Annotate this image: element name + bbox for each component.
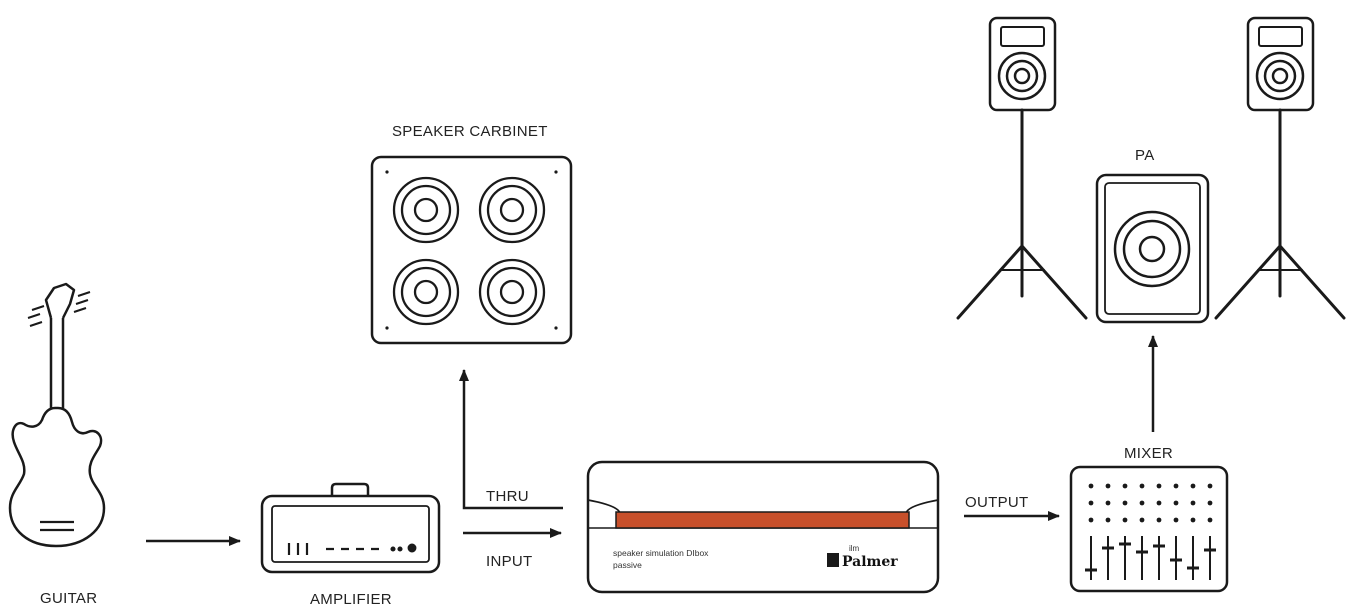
pa-stand-right-icon (1214, 108, 1346, 320)
di-box-model-text: speaker simulation DIbox (613, 548, 709, 558)
thru-arrow (459, 369, 563, 510)
mixer-icon (1069, 465, 1229, 593)
mixer-knob-dot (1190, 500, 1196, 506)
di-box-type-text: passive (613, 560, 642, 570)
guitar-label: GUITAR (40, 590, 97, 604)
mixer-knob-dot (1088, 500, 1094, 506)
mixer-knob-dot (1105, 500, 1111, 506)
mixer-knob-dot (1190, 483, 1196, 489)
guitar-icon (8, 282, 106, 548)
mixer-knob-dot (1156, 483, 1162, 489)
palmer-logo: ilm Palmer (827, 544, 898, 570)
amplifier-icon (260, 482, 441, 574)
palmer-logo-small: ilm (849, 544, 860, 553)
mixer-knob-dot (1139, 517, 1145, 523)
mixer-knob-dot (1139, 483, 1145, 489)
palmer-logo-text: Palmer (842, 554, 898, 570)
mixer-fader-group (1085, 536, 1216, 580)
pa-stand-left-icon (956, 108, 1088, 320)
mixer-knob-dot (1088, 483, 1094, 489)
mixer-knob-dot (1173, 517, 1179, 523)
mixer-knob-dot (1139, 500, 1145, 506)
mixer-label: MIXER (1124, 445, 1173, 462)
mixer-knob-dot (1156, 517, 1162, 523)
mixer-knob-dot (1105, 483, 1111, 489)
mixer-knob-dot (1105, 517, 1111, 523)
mixer-knob-dot (1088, 517, 1094, 523)
mixer-knob-dot (1156, 500, 1162, 506)
pa-label: PA (1135, 147, 1155, 164)
mixer-knob-dot (1122, 500, 1128, 506)
mixer-knob-dot (1122, 517, 1128, 523)
pa-speaker-right-icon (1246, 16, 1315, 112)
pa-subwoofer-icon (1095, 173, 1210, 324)
di-box-accent-strip (615, 511, 910, 529)
output-label: OUTPUT (965, 494, 1028, 511)
mixer-knob-dot (1207, 483, 1213, 489)
palmer-logo-mark (827, 553, 839, 567)
speaker-cabinet-icon (370, 155, 573, 345)
mixer-knob-dot (1207, 517, 1213, 523)
mixer-knob-dot (1173, 500, 1179, 506)
mixer-knob-grid (1088, 483, 1213, 523)
mixer-knob-dot (1190, 517, 1196, 523)
mixer-knob-dot (1207, 500, 1213, 506)
mixer-knob-dot (1173, 483, 1179, 489)
mixer-knob-dot (1122, 483, 1128, 489)
pa-speaker-left-icon (988, 16, 1057, 112)
input-label: INPUT (486, 553, 533, 570)
thru-label: THRU (486, 488, 529, 505)
speaker-cabinet-label: SPEAKER CARBINET (392, 123, 548, 140)
amplifier-label: AMPLIFIER (310, 591, 392, 604)
